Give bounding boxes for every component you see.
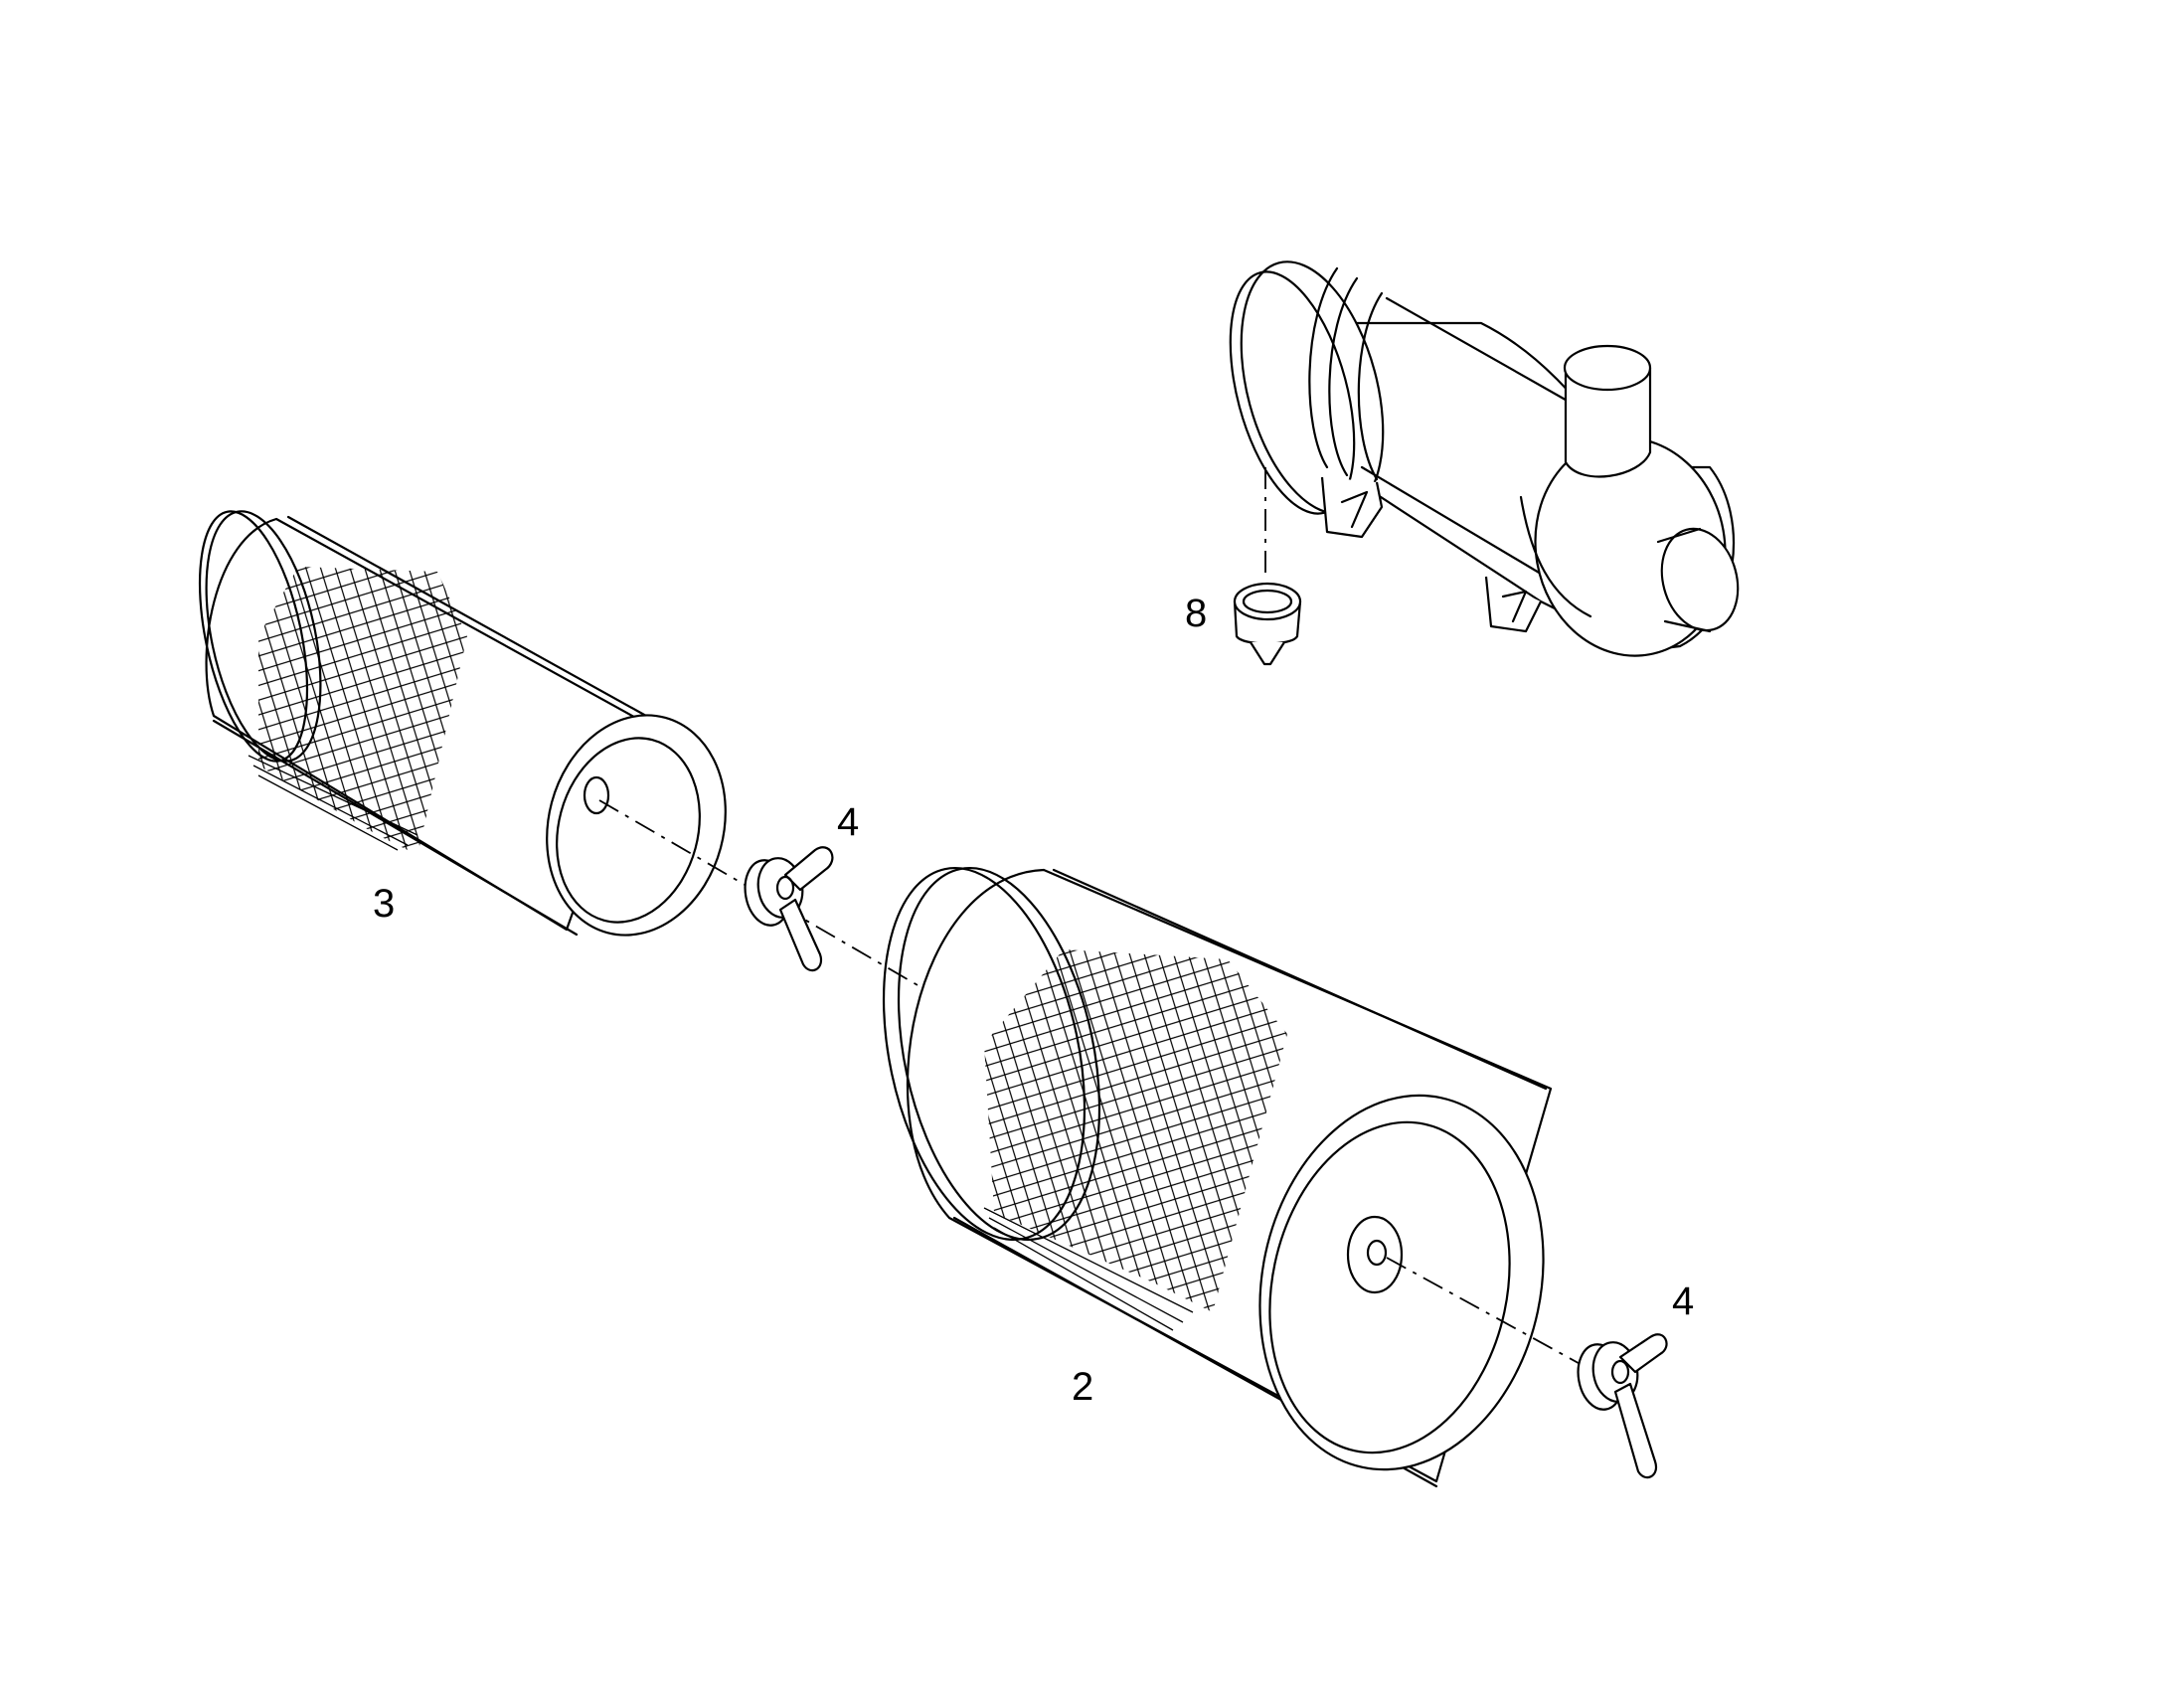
callout-4-lower: 4 (1672, 1280, 1694, 1323)
callout-2: 2 (1072, 1365, 1093, 1409)
air-filter-housing[interactable] (1208, 247, 1750, 671)
callout-4-upper: 4 (837, 800, 859, 844)
secondary-filter[interactable] (180, 501, 750, 955)
dust-valve[interactable] (1233, 582, 1302, 666)
wing-nut-axis (1386, 1257, 1587, 1368)
callout-8: 8 (1185, 592, 1207, 635)
wing-nut-lower[interactable] (1574, 1333, 1668, 1479)
callout-3: 3 (373, 882, 395, 926)
primary-filter[interactable] (853, 849, 1578, 1496)
wing-nut-upper[interactable] (741, 846, 834, 972)
